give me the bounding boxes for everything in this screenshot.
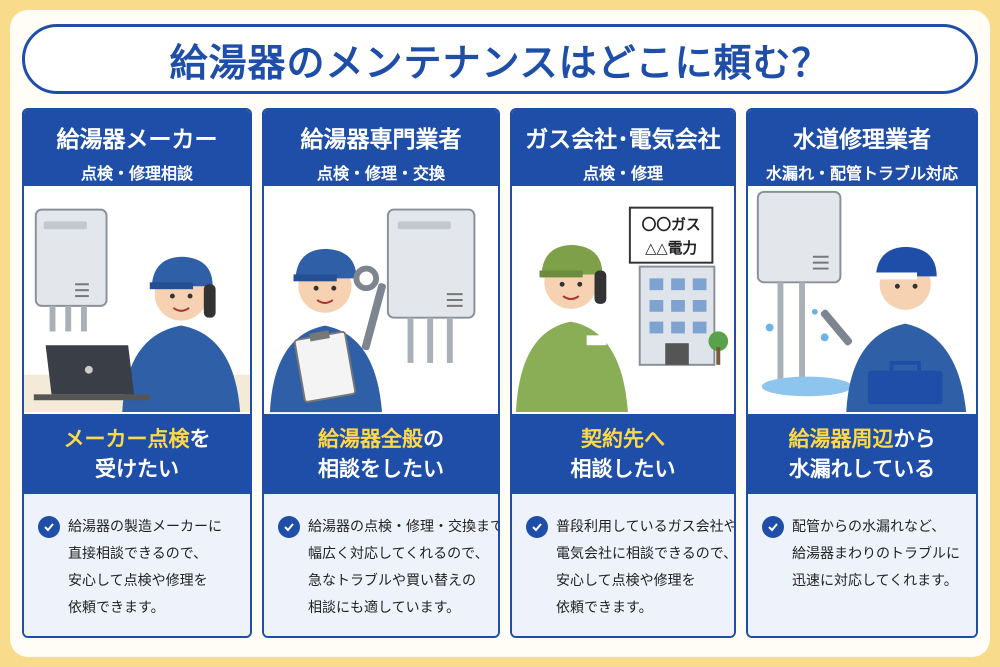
desc-line: 急なトラブルや買い替えの bbox=[308, 573, 476, 589]
water-heater-icon bbox=[34, 208, 108, 332]
company-sign: 〇〇ガス △△電力 bbox=[628, 206, 714, 264]
card-illustration bbox=[264, 186, 498, 414]
need-highlight: 契約先へ bbox=[581, 427, 665, 451]
desc-line: 電気会社に相談できるので、 bbox=[556, 546, 736, 562]
manufacturer-illustration bbox=[24, 208, 250, 413]
card-need: 給湯器周辺から 水漏れしている bbox=[748, 414, 976, 494]
desc-line: 給湯器の製造メーカーに bbox=[68, 519, 222, 535]
need-highlight: 給湯器全般 bbox=[318, 427, 423, 451]
wrench-icon bbox=[820, 309, 853, 346]
need-line2: 相談をしたい bbox=[318, 457, 444, 481]
card-header: 給湯器専門業者 点検・修理・交換 bbox=[264, 110, 498, 186]
desc-line: 依頼できます。 bbox=[68, 600, 165, 616]
card-plumber: 水道修理業者 水漏れ・配管トラブル対応 bbox=[746, 108, 978, 638]
card-description: 配管からの水漏れなど、 給湯器まわりのトラブルに 迅速に対応してくれます。 bbox=[748, 494, 976, 636]
laptop-icon bbox=[33, 345, 150, 401]
water-heater-icon bbox=[756, 190, 842, 381]
card-illustration bbox=[748, 186, 976, 414]
check-icon bbox=[278, 516, 300, 538]
water-heater-icon bbox=[386, 208, 476, 363]
card-description: 普段利用しているガス会社や 電気会社に相談できるので、 安心して点検や修理を 依… bbox=[512, 494, 736, 636]
card-manufacturer: 給湯器メーカー 点検・修理相談 bbox=[22, 108, 252, 638]
card-header: ガス会社･電気会社 点検・修理 bbox=[512, 110, 734, 186]
utility-illustration: 〇〇ガス △△電力 bbox=[515, 206, 729, 412]
card-subtitle: 点検・修理 bbox=[582, 164, 663, 183]
check-icon bbox=[762, 516, 784, 538]
card-need: 給湯器全般の 相談をしたい bbox=[264, 414, 498, 494]
card-header: 水道修理業者 水漏れ・配管トラブル対応 bbox=[748, 110, 976, 186]
plumber-illustration bbox=[756, 190, 967, 413]
card-subtitle: 点検・修理・交換 bbox=[316, 164, 445, 183]
card-illustration bbox=[24, 186, 250, 414]
phone-icon bbox=[203, 284, 216, 318]
card-title: 給湯器専門業者 bbox=[300, 127, 462, 153]
need-line2: 水漏れしている bbox=[788, 457, 936, 481]
card-title: 水道修理業者 bbox=[793, 127, 931, 153]
need-rest: の bbox=[423, 427, 444, 451]
need-line2: 受けたい bbox=[95, 457, 179, 481]
check-icon bbox=[526, 516, 548, 538]
card-specialist: 給湯器専門業者 点検・修理・交換 bbox=[262, 108, 500, 638]
card-utility-company: ガス会社･電気会社 点検・修理 〇〇ガス △△電力 bbox=[510, 108, 736, 638]
card-description: 給湯器の製造メーカーに 直接相談できるので、 安心して点検や修理を 依頼できます… bbox=[24, 494, 250, 636]
need-line2: 相談したい bbox=[570, 457, 676, 481]
card-title: 給湯器メーカー bbox=[56, 127, 218, 153]
card-subtitle: 点検・修理相談 bbox=[80, 164, 193, 183]
desc-line: 安心して点検や修理を bbox=[68, 573, 208, 589]
card-header: 給湯器メーカー 点検・修理相談 bbox=[24, 110, 250, 186]
desc-line: 依頼できます。 bbox=[556, 600, 653, 616]
toolbox-icon bbox=[867, 360, 943, 405]
phone-icon bbox=[594, 270, 607, 304]
building-icon bbox=[638, 265, 716, 366]
card-title: ガス会社･電気会社 bbox=[525, 127, 721, 153]
page-title: 給湯器のメンテナンスはどこに頼む？ bbox=[169, 40, 831, 85]
sign-line-2: △△電力 bbox=[645, 239, 697, 257]
desc-line: 直接相談できるので、 bbox=[68, 546, 208, 562]
desc-line: 安心して点検や修理を bbox=[556, 573, 696, 589]
sign-line-1: 〇〇ガス bbox=[642, 215, 701, 233]
desc-line: 普段利用しているガス会社や bbox=[556, 519, 736, 535]
desc-line: 相談にも適しています。 bbox=[308, 600, 461, 616]
card-description: 給湯器の点検・修理・交換まで 幅広く対応してくれるので、 急なトラブルや買い替え… bbox=[264, 494, 500, 636]
desc-line: 給湯器まわりのトラブルに bbox=[792, 546, 960, 562]
water-leak bbox=[761, 308, 853, 397]
desc-line: 迅速に対応してくれます。 bbox=[792, 573, 958, 589]
need-rest: から bbox=[893, 427, 936, 451]
card-need: 契約先へ 相談したい bbox=[512, 414, 734, 494]
desc-line: 給湯器の点検・修理・交換まで bbox=[308, 519, 500, 535]
desc-line: 幅広く対応してくれるので、 bbox=[308, 546, 489, 562]
page-title-bar: 給湯器のメンテナンスはどこに頼む？ bbox=[22, 24, 978, 94]
card-subtitle: 水漏れ・配管トラブル対応 bbox=[765, 164, 958, 183]
specialist-illustration bbox=[269, 208, 476, 413]
need-highlight: 給湯器周辺 bbox=[788, 427, 894, 451]
check-icon bbox=[38, 516, 60, 538]
desc-line: 配管からの水漏れなど、 bbox=[792, 519, 946, 535]
clipboard-icon bbox=[293, 330, 357, 403]
worker-figure bbox=[122, 256, 241, 413]
card-need: メーカー点検を 受けたい bbox=[24, 414, 250, 494]
card-illustration: 〇〇ガス △△電力 bbox=[512, 186, 734, 414]
wrench-icon bbox=[353, 265, 386, 351]
need-highlight: メーカー点検 bbox=[63, 427, 190, 451]
worker-figure bbox=[515, 244, 628, 412]
need-rest: を bbox=[189, 427, 211, 451]
